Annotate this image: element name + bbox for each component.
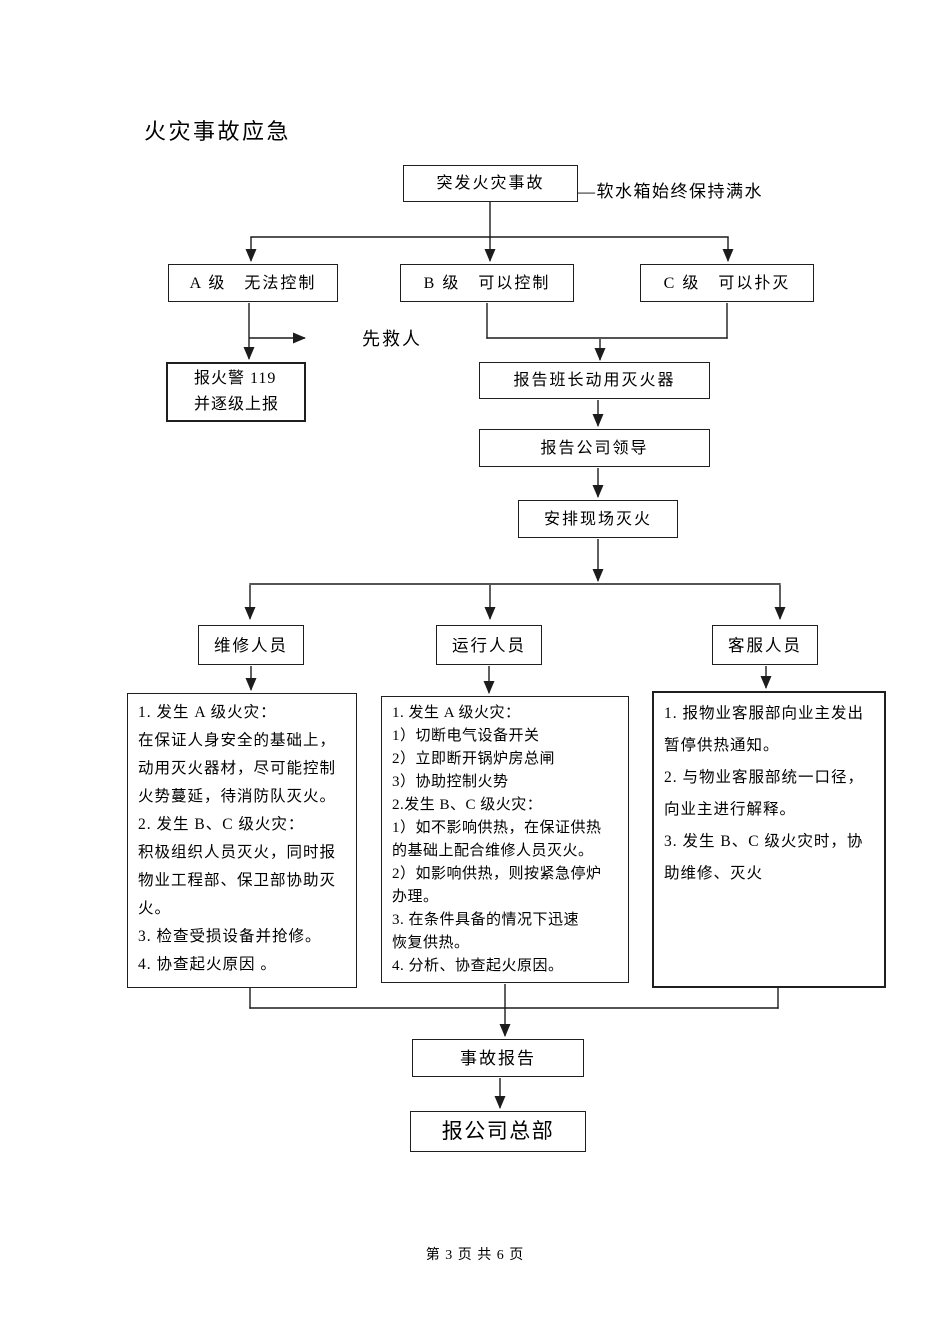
level-a-box: A 级 无法控制 (168, 264, 338, 302)
service-duties-box: 1. 报物业客服部向业主发出 暂停供热通知。 2. 与物业客服部统一口径， 向业… (652, 691, 886, 988)
level-b-box: B 级 可以控制 (400, 264, 574, 302)
arrange-firefighting-box: 安排现场灭火 (518, 500, 678, 538)
role-operation-box: 运行人员 (436, 625, 542, 665)
water-tank-note: —软水箱始终保持满水 (578, 182, 763, 201)
role-maintenance-box: 维修人员 (198, 625, 304, 665)
role-service-box: 客服人员 (712, 625, 818, 665)
fire-alarm-box: 报火警 119 并逐级上报 (166, 362, 306, 422)
page-footer: 第 3 页 共 6 页 (425, 1248, 525, 1263)
report-headquarters-box: 报公司总部 (410, 1111, 586, 1152)
maintenance-duties-box: 1. 发生 A 级火灾： 在保证人身安全的基础上， 动用灭火器材，尽可能控制 火… (127, 693, 357, 988)
report-company-box: 报告公司领导 (479, 429, 710, 467)
page-title: 火灾事故应急 (144, 119, 292, 144)
flow-start-box: 突发火灾事故 (403, 165, 578, 202)
first-rescue-label: 先救人 (362, 329, 422, 349)
report-leader-box: 报告班长动用灭火器 (479, 362, 710, 399)
operation-duties-box: 1. 发生 A 级火灾： 1）切断电气设备开关 2）立即断开锅炉房总闸 3）协助… (381, 696, 629, 983)
level-c-box: C 级 可以扑灭 (640, 264, 814, 302)
accident-report-box: 事故报告 (412, 1039, 584, 1077)
